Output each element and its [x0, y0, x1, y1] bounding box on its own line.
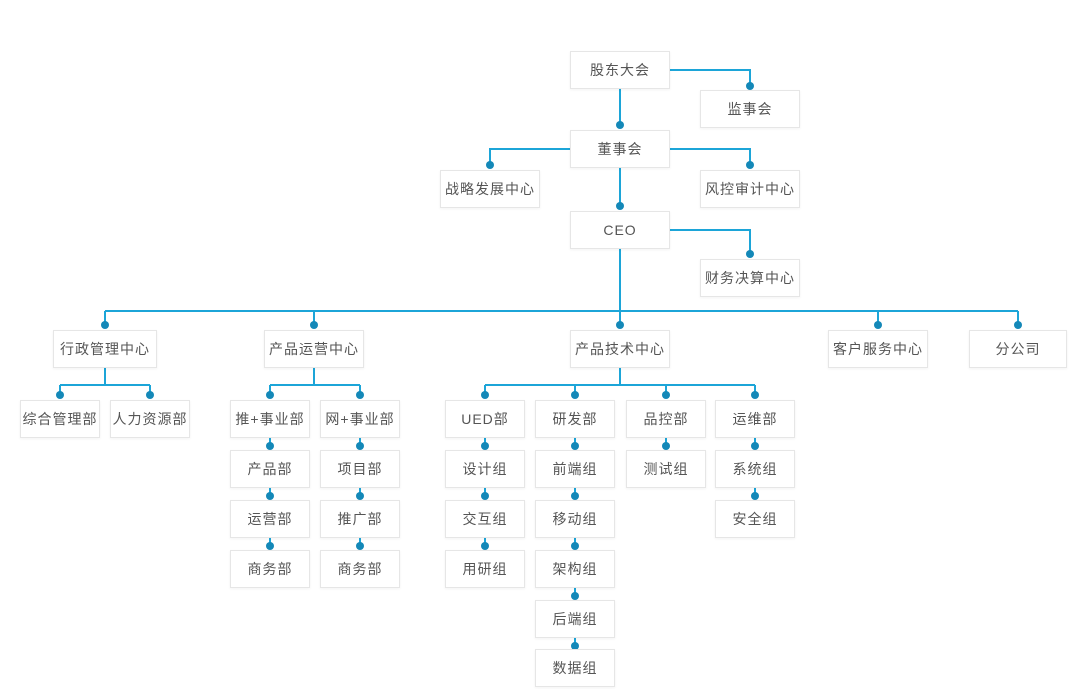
- node-operations-dept: 运营部: [230, 500, 310, 538]
- node-mobile-team: 移动组: [535, 500, 615, 538]
- node-testing-team: 测试组: [626, 450, 706, 488]
- connector-dots: [56, 82, 1022, 650]
- node-security-team: 安全组: [715, 500, 795, 538]
- node-hr-dept: 人力资源部: [110, 400, 190, 438]
- node-data-team: 数据组: [535, 649, 615, 687]
- node-shareholders: 股东大会: [570, 51, 670, 89]
- node-finance-center: 财务决算中心: [700, 259, 800, 297]
- node-supervisory-board: 监事会: [700, 90, 800, 128]
- node-user-research-team: 用研组: [445, 550, 525, 588]
- node-promotion-dept: 推广部: [320, 500, 400, 538]
- node-system-team: 系统组: [715, 450, 795, 488]
- node-product-dept: 产品部: [230, 450, 310, 488]
- node-branch-company: 分公司: [969, 330, 1067, 368]
- node-design-team: 设计组: [445, 450, 525, 488]
- node-ops-dept: 运维部: [715, 400, 795, 438]
- node-product-tech-center: 产品技术中心: [570, 330, 670, 368]
- node-strategy-center: 战略发展中心: [440, 170, 540, 208]
- node-general-admin-dept: 综合管理部: [20, 400, 100, 438]
- node-risk-audit-center: 风控审计中心: [700, 170, 800, 208]
- node-ceo: CEO: [570, 211, 670, 249]
- node-product-ops-center: 产品运营中心: [264, 330, 364, 368]
- node-admin-center: 行政管理中心: [53, 330, 157, 368]
- node-board-of-directors: 董事会: [570, 130, 670, 168]
- node-customer-service-center: 客户服务中心: [828, 330, 928, 368]
- node-business-dept-wang: 商务部: [320, 550, 400, 588]
- node-interaction-team: 交互组: [445, 500, 525, 538]
- node-backend-team: 后端组: [535, 600, 615, 638]
- node-tui-division: 推+事业部: [230, 400, 310, 438]
- node-ued-dept: UED部: [445, 400, 525, 438]
- node-wang-division: 网+事业部: [320, 400, 400, 438]
- node-business-dept-tui: 商务部: [230, 550, 310, 588]
- node-rnd-dept: 研发部: [535, 400, 615, 438]
- node-qc-dept: 品控部: [626, 400, 706, 438]
- node-project-dept: 项目部: [320, 450, 400, 488]
- node-frontend-team: 前端组: [535, 450, 615, 488]
- node-architecture-team: 架构组: [535, 550, 615, 588]
